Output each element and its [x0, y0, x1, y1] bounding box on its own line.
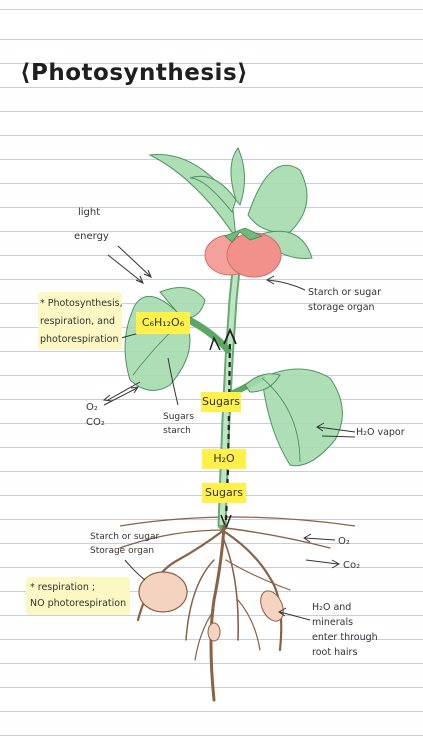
- leaf-gases-label: O₂ CO₂: [86, 402, 105, 428]
- root-o2-label: O₂: [338, 536, 350, 547]
- sugars-top-label: Sugars: [201, 392, 241, 412]
- left-branch: [181, 314, 232, 354]
- water-vapor-label: H₂O vapor: [356, 427, 405, 438]
- water-minerals-label: H₂O and minerals enter through root hair…: [312, 602, 378, 658]
- fruit-storage-label: Starch or sugar storage organ: [308, 287, 382, 313]
- soil-line: [119, 516, 356, 527]
- top-foliage: [148, 147, 313, 260]
- page-title: ⟨Photosynthesis⟩: [20, 60, 249, 86]
- glucose-formula: C₆H₁₂O₆: [136, 312, 190, 334]
- root-note-highlight: [26, 577, 130, 615]
- transport-arrow: [224, 339, 232, 521]
- sugars-bottom-label: Sugars: [202, 483, 246, 503]
- root-co2-label: Co₂: [343, 560, 361, 571]
- root-storage-label: Starch or sugar Storage organ: [90, 532, 160, 556]
- roots: [119, 524, 331, 702]
- fruit: [204, 227, 282, 278]
- root-process-note: * respiration ; NO photorespiration: [30, 582, 127, 609]
- annotation-arrows: [102, 245, 356, 621]
- leaf-note-highlight: [38, 292, 122, 350]
- root-storage-organ: [138, 571, 188, 613]
- energy-label: energy: [74, 231, 109, 242]
- sugars-starch-label: Sugars starch: [163, 412, 195, 436]
- left-leaf: [124, 287, 206, 391]
- light-label: light: [78, 207, 101, 218]
- leaf-process-note: * Photosynthesis, respiration, and photo…: [40, 298, 123, 345]
- water-label: H₂O: [202, 449, 246, 469]
- right-leaf: [244, 368, 343, 467]
